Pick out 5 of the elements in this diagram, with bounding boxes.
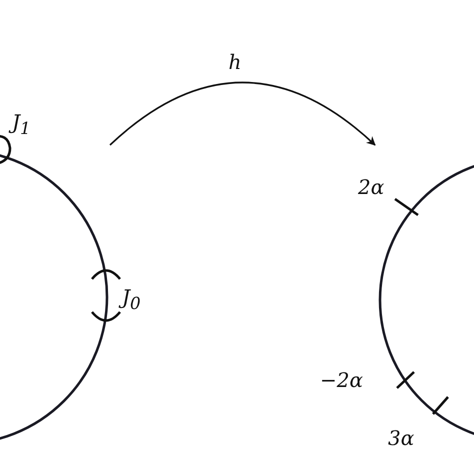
arrow <box>109 82 376 146</box>
math-label: 2α <box>358 177 384 197</box>
edge-label: h <box>228 52 242 72</box>
math-label: −2α <box>320 370 363 390</box>
math-label: 3α <box>388 428 414 448</box>
